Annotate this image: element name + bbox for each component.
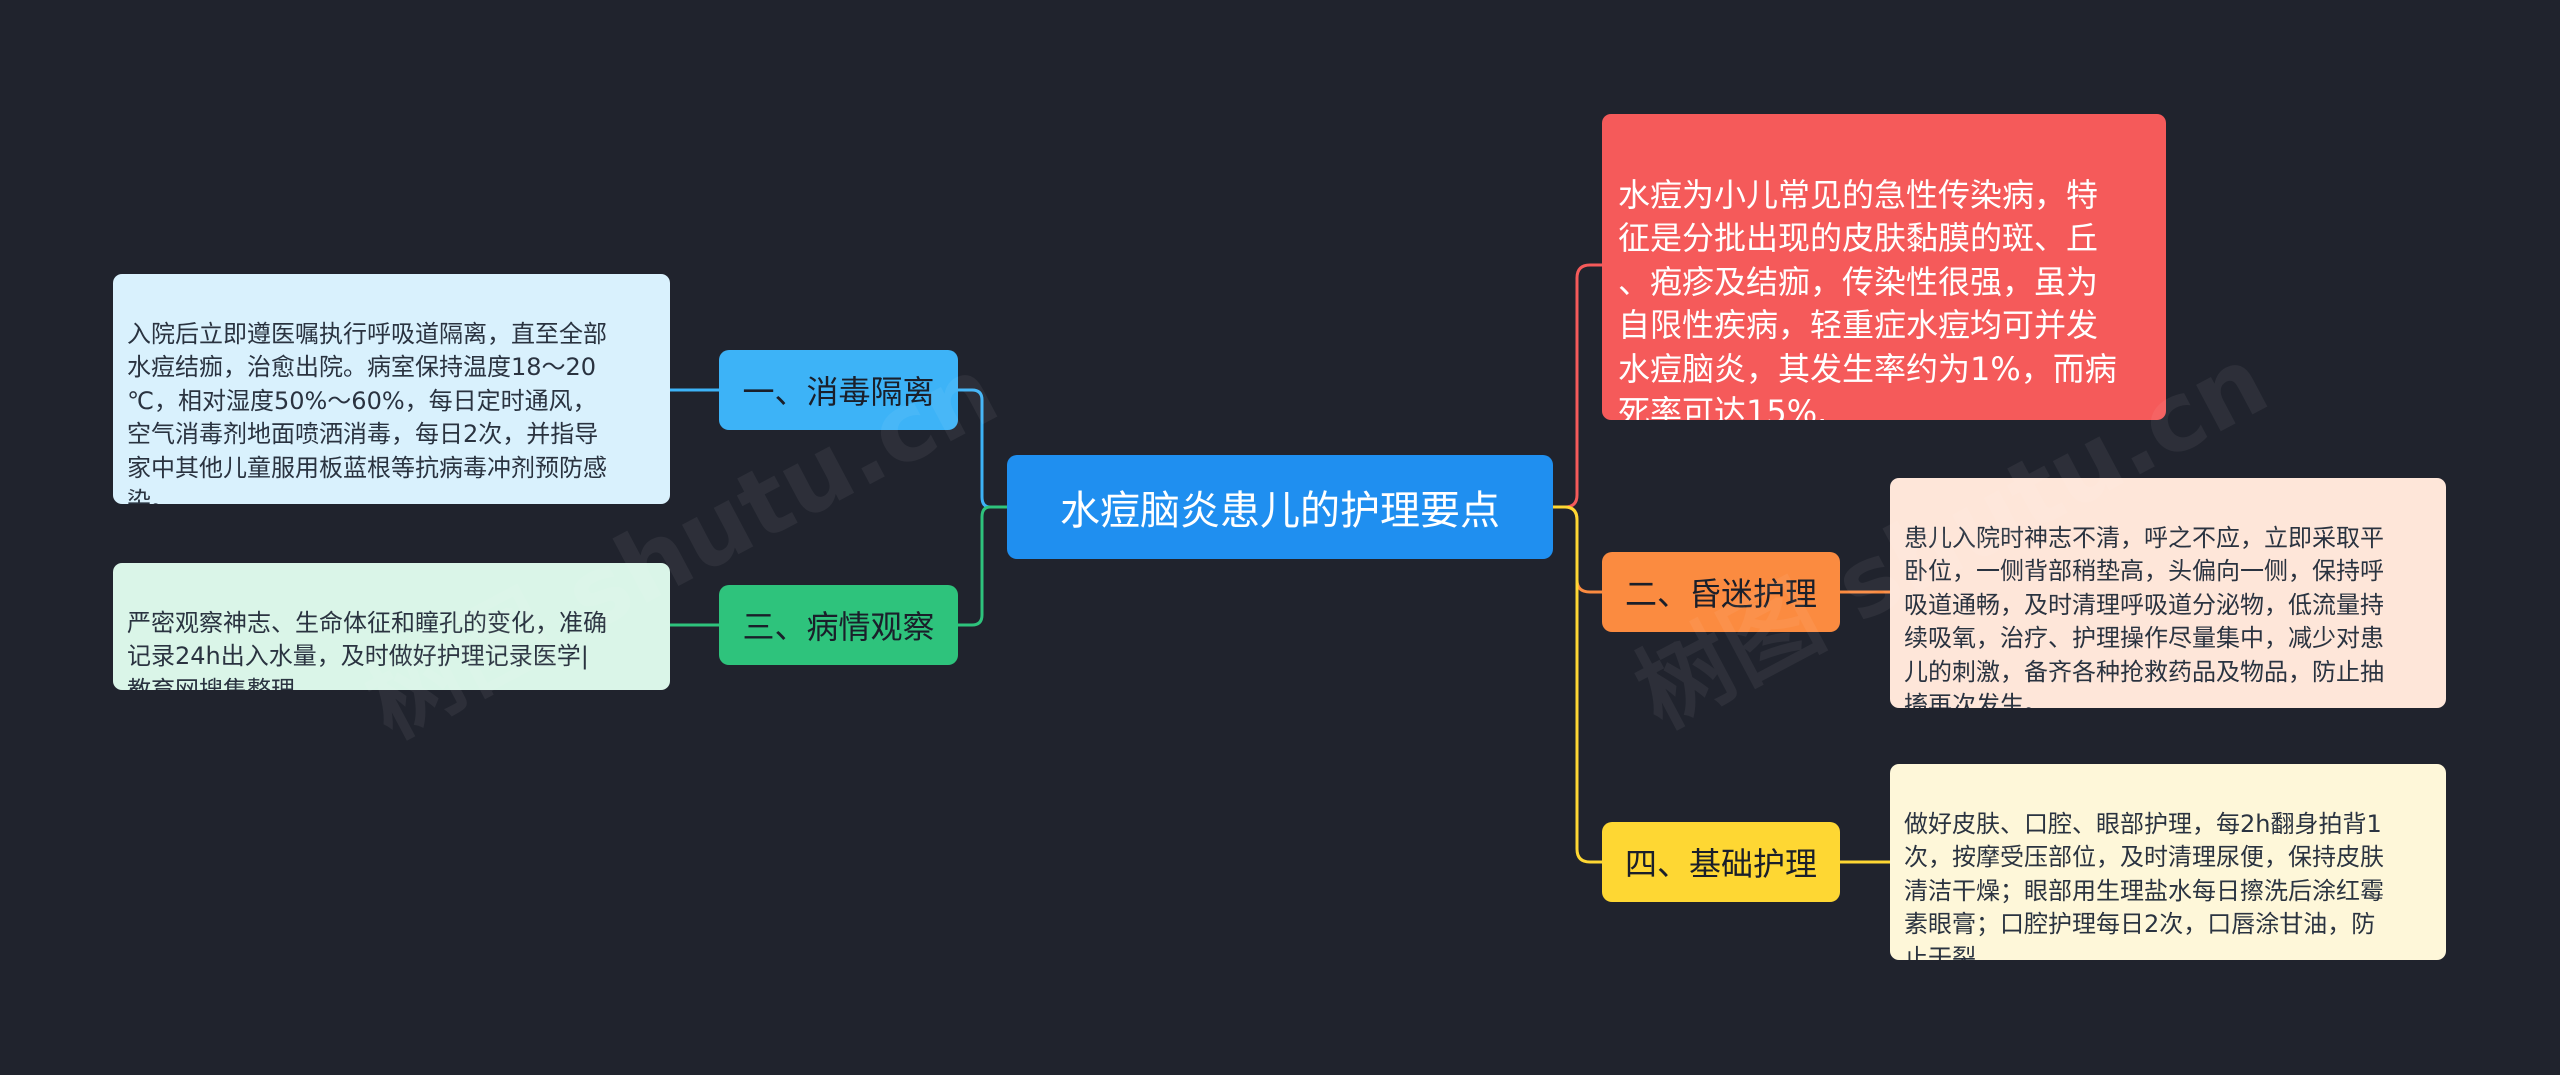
note-condition-observation-text: 严密观察神志、生命体征和瞳孔的变化，准确 记录24h出入水量，及时做好护理记录医… <box>127 608 607 691</box>
link-root-top <box>1553 263 1602 509</box>
note-disinfection-isolation-text: 入院后立即遵医嘱执行呼吸道隔离，直至全部 水痘结痂，治愈出院。病室保持温度18～… <box>127 319 607 505</box>
top-note[interactable]: 水痘为小儿常见的急性传染病，特 征是分批出现的皮肤黏膜的斑、丘 、疱疹及结痂，传… <box>1602 114 2166 420</box>
top-note-text: 水痘为小儿常见的急性传染病，特 征是分批出现的皮肤黏膜的斑、丘 、疱疹及结痂，传… <box>1618 175 2117 421</box>
branch-coma-care-label: 二、昏迷护理 <box>1624 575 1817 613</box>
root-topic[interactable]: 水痘脑炎患儿的护理要点 <box>1007 455 1553 559</box>
root-topic-label: 水痘脑炎患儿的护理要点 <box>1060 488 1500 534</box>
note-coma-care-text: 患儿入院时神志不清，呼之不应，立即采取平 卧位，一侧背部稍垫高，头偏向一侧，保持… <box>1904 523 2384 709</box>
link-root-branch4 <box>1553 505 1602 864</box>
branch-disinfection-isolation-label: 一、消毒隔离 <box>742 373 935 411</box>
link-root-branch1 <box>958 388 1007 509</box>
branch-condition-observation-label: 三、病情观察 <box>742 608 935 646</box>
branch-disinfection-isolation[interactable]: 一、消毒隔离 <box>719 350 958 430</box>
note-basic-care[interactable]: 做好皮肤、口腔、眼部护理，每2h翻身拍背1 次，按摩受压部位，及时清理尿便，保持… <box>1890 764 2446 960</box>
branch-coma-care[interactable]: 二、昏迷护理 <box>1602 552 1840 632</box>
note-basic-care-text: 做好皮肤、口腔、眼部护理，每2h翻身拍背1 次，按摩受压部位，及时清理尿便，保持… <box>1904 809 2384 961</box>
note-disinfection-isolation[interactable]: 入院后立即遵医嘱执行呼吸道隔离，直至全部 水痘结痂，治愈出院。病室保持温度18～… <box>113 274 670 504</box>
branch-basic-care-label: 四、基础护理 <box>1624 845 1817 883</box>
branch-basic-care[interactable]: 四、基础护理 <box>1602 822 1840 902</box>
branch-condition-observation[interactable]: 三、病情观察 <box>719 585 958 665</box>
link-root-branch3 <box>958 505 1007 627</box>
note-condition-observation[interactable]: 严密观察神志、生命体征和瞳孔的变化，准确 记录24h出入水量，及时做好护理记录医… <box>113 563 670 690</box>
note-coma-care[interactable]: 患儿入院时神志不清，呼之不应，立即采取平 卧位，一侧背部稍垫高，头偏向一侧，保持… <box>1890 478 2446 708</box>
